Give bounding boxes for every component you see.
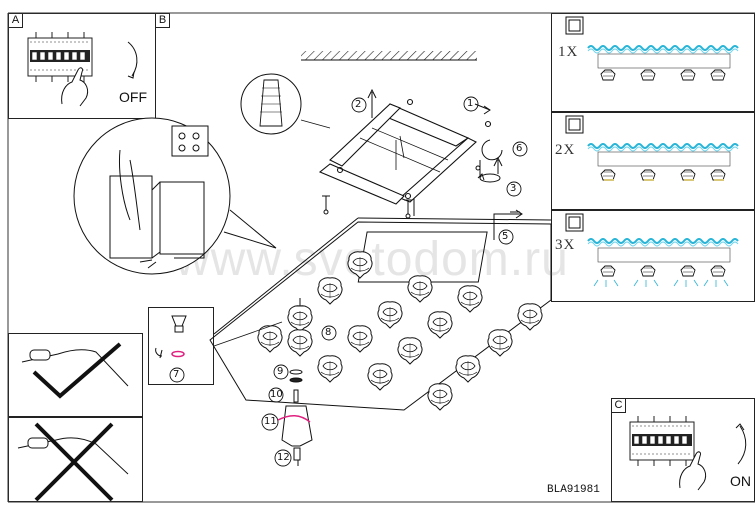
bare-hand-icon [17,437,129,475]
mounting-bracket [318,98,492,205]
step-10-number: 10 [270,389,283,400]
bulb-array [257,251,543,411]
step-1-number: 1 [467,98,474,109]
mode-panel-1x [551,13,755,112]
step-circles [169,96,528,467]
gasket-ring [171,350,185,358]
panel-c-breaker-icon [629,415,695,467]
step-12-number: 12 [277,452,290,463]
panel-a-breaker-icon [27,31,93,83]
step-2-number: 2 [355,99,362,110]
mode-2x-label: 2X [555,142,576,158]
mode-1x-label: 1X [558,44,579,60]
step-8-number: 8 [325,327,332,338]
step-7-number: 7 [173,369,180,380]
cross-icon [34,422,114,502]
ceiling-plate [357,231,488,283]
on-label: ON [730,473,751,489]
mode-panel-2x [551,112,755,210]
terminal-block [171,125,209,157]
mode-2x-contents [565,115,739,181]
document-code: BLA91981 [547,484,600,496]
panel-c-label: C [611,398,626,413]
mode-panel-3x [551,210,755,302]
hand-icon [61,67,89,107]
driver-box [159,181,205,255]
checkmark-icon [32,342,122,399]
screws [322,160,481,219]
step-11-number: 11 [264,416,277,427]
step-5-number: 5 [502,231,509,242]
mode-3x-label: 3X [555,237,576,253]
mode-3x-contents [565,213,739,287]
ceiling-hatch [301,51,477,60]
panel-c-hand-icon [679,451,707,491]
gloves-correct-panel [8,333,143,417]
mode-1x-contents [565,16,739,81]
fixture-frame [209,221,552,411]
gloved-hand-icon [21,349,129,387]
junction-box [109,175,153,259]
glass-shade [281,405,313,447]
step-6-number: 6 [516,143,523,154]
off-label: OFF [119,89,147,105]
step-3-number: 3 [510,183,517,194]
step-9-number: 9 [277,366,284,377]
